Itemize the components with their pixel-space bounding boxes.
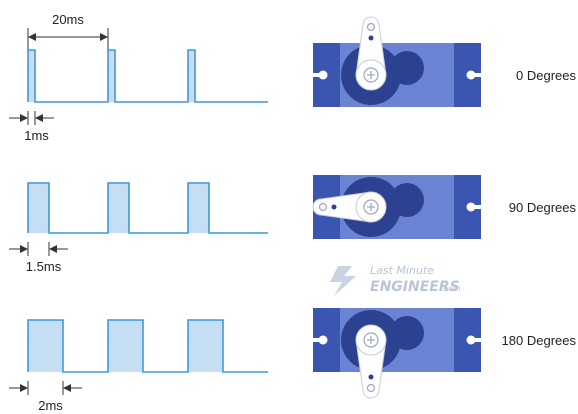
pulse-1 bbox=[28, 320, 63, 372]
pwm-row-2: 1.5ms 90 Degrees bbox=[9, 175, 576, 274]
pwm-row-3: 2ms 180 Degrees bbox=[9, 308, 576, 413]
mount-slot-right bbox=[471, 338, 481, 342]
pulse-3 bbox=[188, 50, 195, 102]
servo-icon bbox=[312, 175, 481, 239]
pulse-width-label: 2ms bbox=[38, 398, 63, 413]
pwm-row-1: 1ms 0 Degrees bbox=[9, 16, 576, 143]
angle-label: 180 Degrees bbox=[502, 333, 577, 348]
horn-hole-1-icon bbox=[366, 383, 376, 393]
pulse-width-label: 1.5ms bbox=[26, 259, 62, 274]
pulse-3 bbox=[188, 183, 209, 233]
servo-horn bbox=[355, 16, 387, 91]
watermark-line2: ENGINEERS bbox=[370, 279, 460, 295]
rows-layer: 1ms 0 Degrees 1.5ms 90 Degrees 2ms 180 Degree… bbox=[9, 16, 576, 413]
servo-horn bbox=[312, 191, 387, 223]
servo-icon bbox=[313, 308, 481, 399]
angle-label: 0 Degrees bbox=[516, 68, 576, 83]
horn-hole-2-icon bbox=[331, 204, 337, 210]
pwm-waveform bbox=[27, 319, 268, 373]
mount-slot-left bbox=[313, 73, 323, 77]
pulse-2 bbox=[108, 50, 115, 102]
lightning-logo-icon bbox=[330, 266, 356, 296]
horn-hole-1-icon bbox=[318, 202, 328, 212]
period-label: 20ms bbox=[52, 12, 84, 27]
servo-icon bbox=[313, 16, 481, 107]
pwm-waveform bbox=[27, 49, 268, 103]
horn-hole-2-icon bbox=[368, 35, 374, 41]
pulse-2 bbox=[108, 183, 129, 233]
pulse-width-label: 1ms bbox=[24, 128, 49, 143]
angle-label: 90 Degrees bbox=[509, 200, 577, 215]
pulse-3 bbox=[188, 320, 223, 372]
pwm-waveform bbox=[27, 182, 268, 234]
mount-slot-right bbox=[471, 205, 481, 209]
watermark: Last Minute ENGINEERS .com bbox=[330, 264, 461, 296]
mount-slot-right bbox=[471, 73, 481, 77]
servo-horn bbox=[355, 324, 387, 399]
watermark-line1: Last Minute bbox=[370, 264, 434, 277]
pulse-1 bbox=[28, 50, 35, 102]
horn-hole-2-icon bbox=[368, 374, 374, 380]
period-dimension: 20ms bbox=[27, 12, 109, 50]
watermark-line3: .com bbox=[441, 284, 461, 293]
pulse-2 bbox=[108, 320, 143, 372]
mount-slot-left bbox=[313, 338, 323, 342]
horn-hole-1-icon bbox=[366, 22, 376, 32]
pulse-1 bbox=[28, 183, 49, 233]
